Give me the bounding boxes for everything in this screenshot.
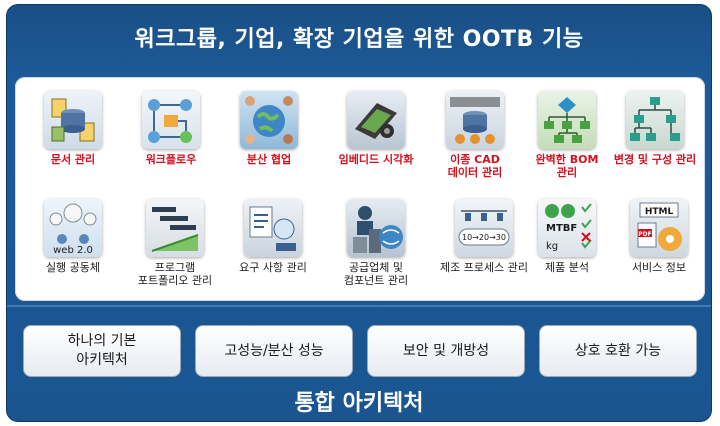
feature-workflow: 워크플로우 [125, 91, 217, 191]
feature-label: 공급업체 및 컴포넌트 관리 [343, 261, 409, 287]
requirements-icon [244, 199, 302, 257]
diagram-title: 워크그룹, 기업, 확장 기업을 위한 OOTB 기능 [134, 27, 584, 52]
feature-supplier-component: 공급업체 및 컴포넌트 관리 [321, 199, 431, 299]
bom-tree-icon [538, 91, 596, 149]
feature-label: 임베디드 시각화 [338, 153, 414, 166]
feature-label: 이종 CAD 데이터 관리 [447, 153, 503, 179]
html-text: HTML [645, 207, 674, 217]
feature-label: 서비스 정보 [631, 261, 687, 274]
feature-change-configuration: 변경 및 구성 관리 [605, 91, 705, 191]
3d-model-icon [347, 91, 405, 149]
web20-community-icon: web 2.0 [44, 199, 102, 257]
feature-manufacturing-process: 10→20→30 제조 프로세스 관리 [429, 199, 539, 299]
product-analysis-icon: MTBF kg [538, 199, 596, 257]
architecture-section: 하나의 기본 아키텍처 고성능/분산 성능 보안 및 개방성 상호 호환 가능 … [7, 311, 711, 421]
feature-service-information: HTML PDF 서비스 정보 [613, 199, 705, 299]
manufacturing-process-icon: 10→20→30 [455, 199, 513, 257]
integrated-architecture-title: 통합 아키텍처 [294, 391, 424, 416]
pillar-security-openness: 보안 및 개방성 [367, 325, 525, 377]
pillar-single-architecture: 하나의 기본 아키텍처 [23, 325, 181, 377]
pdf-text: PDF [638, 231, 651, 238]
globe-people-icon [240, 91, 298, 149]
process-steps-text: 10→20→30 [462, 233, 506, 242]
feature-label: 워크플로우 [145, 153, 197, 166]
feature-label: 요구 사항 관리 [239, 261, 307, 274]
feature-distributed-collaboration: 분산 협업 [223, 91, 315, 191]
feature-label: 제품 분석 [545, 261, 589, 274]
feature-requirements-management: 요구 사항 관리 [223, 199, 323, 299]
feature-label: 문서 관리 [50, 153, 96, 166]
kg-text: kg [546, 241, 558, 252]
feature-community-of-practice: web 2.0 실행 공동체 [27, 199, 119, 299]
section-divider [7, 305, 711, 307]
service-info-icon: HTML PDF [630, 199, 688, 257]
feature-bom-management: 완벽한 BOM 관리 [521, 91, 613, 191]
feature-label: 제조 프로세스 관리 [440, 261, 528, 274]
mtbf-text: MTBF [546, 223, 577, 234]
feature-multicad-data: 이종 CAD 데이터 관리 [429, 91, 521, 191]
feature-embedded-visualization: 임베디드 시각화 [321, 91, 431, 191]
pillar-interoperability: 상호 호환 가능 [539, 325, 697, 377]
diagram-frame: 워크그룹, 기업, 확장 기업을 위한 OOTB 기능 문서 관리 [6, 4, 712, 422]
feature-label: 완벽한 BOM 관리 [535, 153, 599, 179]
feature-document-management: 문서 관리 [27, 91, 119, 191]
feature-program-portfolio: 프로그램 포트폴리오 관리 [125, 199, 225, 299]
gantt-chart-icon [146, 199, 204, 257]
feature-label: 변경 및 구성 관리 [613, 153, 697, 166]
document-database-icon [44, 91, 102, 149]
cad-data-icon [446, 91, 504, 149]
feature-product-analysis: MTBF kg 제품 분석 [521, 199, 613, 299]
feature-label: 실행 공동체 [45, 261, 101, 274]
workflow-icon [142, 91, 200, 149]
feature-label: 분산 협업 [246, 153, 292, 166]
feature-label: 프로그램 포트폴리오 관리 [137, 261, 213, 287]
pillar-high-performance: 고성능/분산 성능 [195, 325, 353, 377]
change-tree-icon [626, 91, 684, 149]
web20-text: web 2.0 [53, 245, 93, 256]
features-panel: 문서 관리 워크플로우 [15, 77, 705, 301]
supplier-icon [347, 199, 405, 257]
